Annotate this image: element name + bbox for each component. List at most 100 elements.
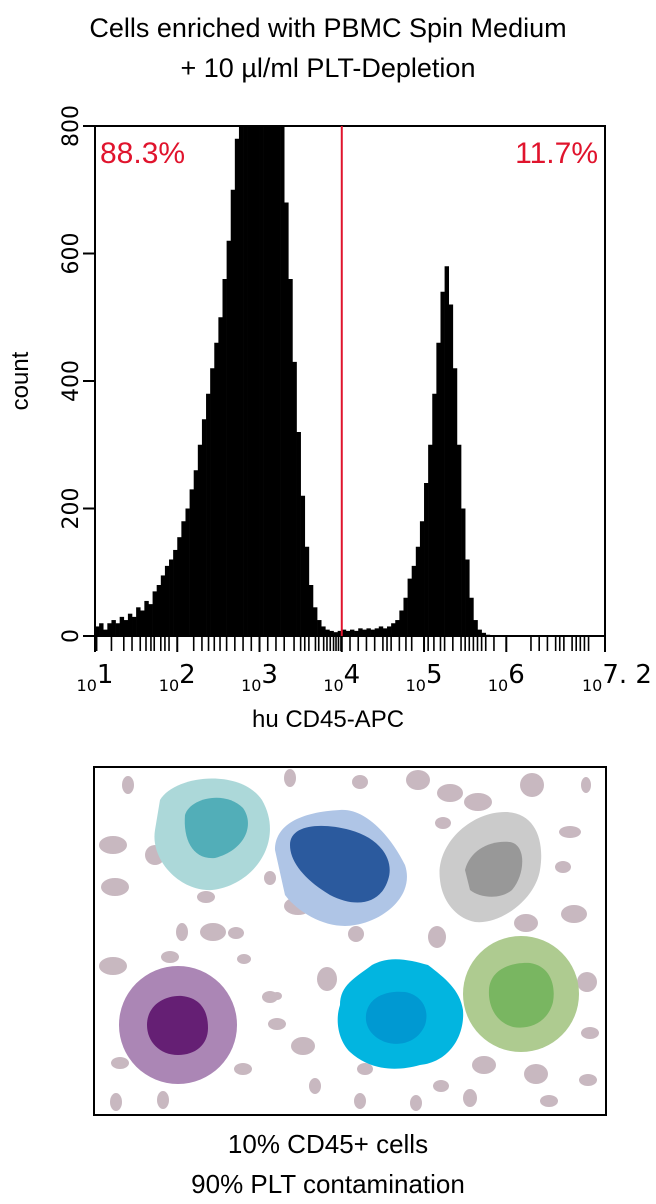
x-tick-label: 103: [241, 660, 278, 695]
platelet: [561, 905, 587, 923]
platelet: [291, 1037, 315, 1055]
platelet: [520, 773, 544, 797]
chart-title-line-1: Cells enriched with PBMC Spin Medium: [89, 13, 567, 43]
x-tick-label: 105: [406, 660, 443, 695]
histogram-bar: [156, 585, 162, 636]
platelet: [581, 1027, 599, 1039]
histogram-bar: [370, 629, 375, 636]
platelet: [577, 972, 597, 992]
platelet: [122, 776, 134, 794]
histogram-bar: [350, 629, 355, 636]
platelet: [410, 1095, 422, 1111]
histogram-bar: [424, 483, 429, 636]
platelet: [176, 923, 188, 941]
x-tick-base: 10: [241, 676, 261, 695]
histogram-bar: [292, 361, 297, 636]
cell-gray: [439, 812, 542, 923]
histogram-bar: [230, 189, 236, 636]
histogram-bar: [374, 628, 380, 636]
histogram-bar: [136, 607, 141, 636]
histogram-bar: [481, 632, 487, 636]
y-tick-label: 400: [59, 360, 84, 402]
histogram-bar: [206, 393, 211, 636]
histogram-bar: [111, 620, 116, 636]
histogram-bar: [337, 630, 343, 636]
platelet: [435, 817, 451, 829]
platelet: [433, 1080, 449, 1092]
histogram-bar: [144, 600, 149, 636]
histogram-bar: [456, 444, 462, 636]
histogram-bar: [95, 626, 100, 636]
platelet: [559, 826, 581, 838]
x-tick-exponent: 6: [508, 660, 525, 690]
platelet: [111, 1057, 129, 1069]
histogram-bar: [288, 279, 293, 636]
histogram-bar: [321, 626, 326, 636]
x-tick-base: 10: [582, 676, 602, 695]
platelet: [428, 926, 446, 948]
histogram-bar: [317, 620, 322, 636]
histogram-bar: [247, 126, 252, 636]
platelet: [524, 1064, 548, 1084]
histogram-bar: [428, 444, 433, 636]
histogram-bar: [243, 126, 248, 636]
histogram-bar: [148, 604, 153, 636]
histogram-bar: [263, 126, 269, 636]
histogram-bar: [115, 623, 120, 636]
platelet: [357, 1063, 373, 1075]
histogram-bar: [103, 629, 108, 636]
platelet: [272, 992, 282, 1000]
histogram-bar: [214, 342, 219, 636]
y-tick-label: 600: [59, 233, 84, 275]
histogram-bar: [300, 495, 306, 636]
platelet: [183, 790, 207, 810]
histogram-bar: [218, 317, 223, 636]
x-tick-label: 101: [77, 660, 114, 695]
x-axis-label: hu CD45-APC: [252, 706, 404, 733]
platelet: [555, 861, 571, 873]
histogram-bar: [354, 630, 359, 636]
platelet: [463, 1089, 477, 1107]
histogram-bar: [234, 138, 240, 636]
histogram-bar: [362, 629, 367, 636]
histogram-bar: [123, 620, 129, 636]
x-tick-label: 107. 2: [582, 660, 652, 695]
x-tick-exponent: 7. 2: [602, 660, 652, 690]
histogram-bar: [201, 419, 207, 636]
histogram-bar: [238, 126, 244, 636]
histogram-bar: [395, 620, 400, 636]
platelet: [262, 991, 278, 1003]
x-tick-base: 10: [406, 676, 426, 695]
x-tick-base: 10: [77, 676, 97, 695]
platelet: [237, 954, 251, 964]
histogram-bar: [341, 629, 347, 636]
platelet: [581, 777, 591, 793]
x-tick-base: 10: [488, 676, 508, 695]
chart-title-line-2: + 10 µl/ml PLT-Depletion: [180, 53, 476, 83]
histogram-bar: [189, 489, 195, 636]
histogram-bar: [358, 628, 363, 636]
x-tick-base: 10: [323, 676, 343, 695]
platelet: [161, 951, 179, 963]
platelet: [317, 967, 337, 991]
platelets: [99, 769, 599, 1111]
histogram-bar: [440, 291, 445, 636]
platelet: [406, 770, 430, 790]
histogram-bar: [448, 304, 454, 636]
histogram-bar: [399, 610, 404, 636]
histogram-bar: [345, 630, 351, 636]
x-tick-label: 106: [488, 660, 525, 695]
x-tick-exponent: 1: [97, 660, 114, 690]
histogram-bar: [284, 202, 289, 636]
histogram-bar: [415, 546, 421, 636]
histogram-bar: [366, 628, 371, 636]
histogram-bar: [280, 126, 285, 636]
histogram-bar: [267, 126, 273, 636]
cell-teal: [154, 778, 270, 891]
x-tick-base: 10: [159, 676, 179, 695]
y-tick-label: 200: [59, 488, 84, 530]
histogram-bar: [382, 628, 388, 636]
histogram-bar: [407, 578, 412, 636]
platelet: [234, 1063, 252, 1075]
histogram-bar: [119, 616, 125, 636]
